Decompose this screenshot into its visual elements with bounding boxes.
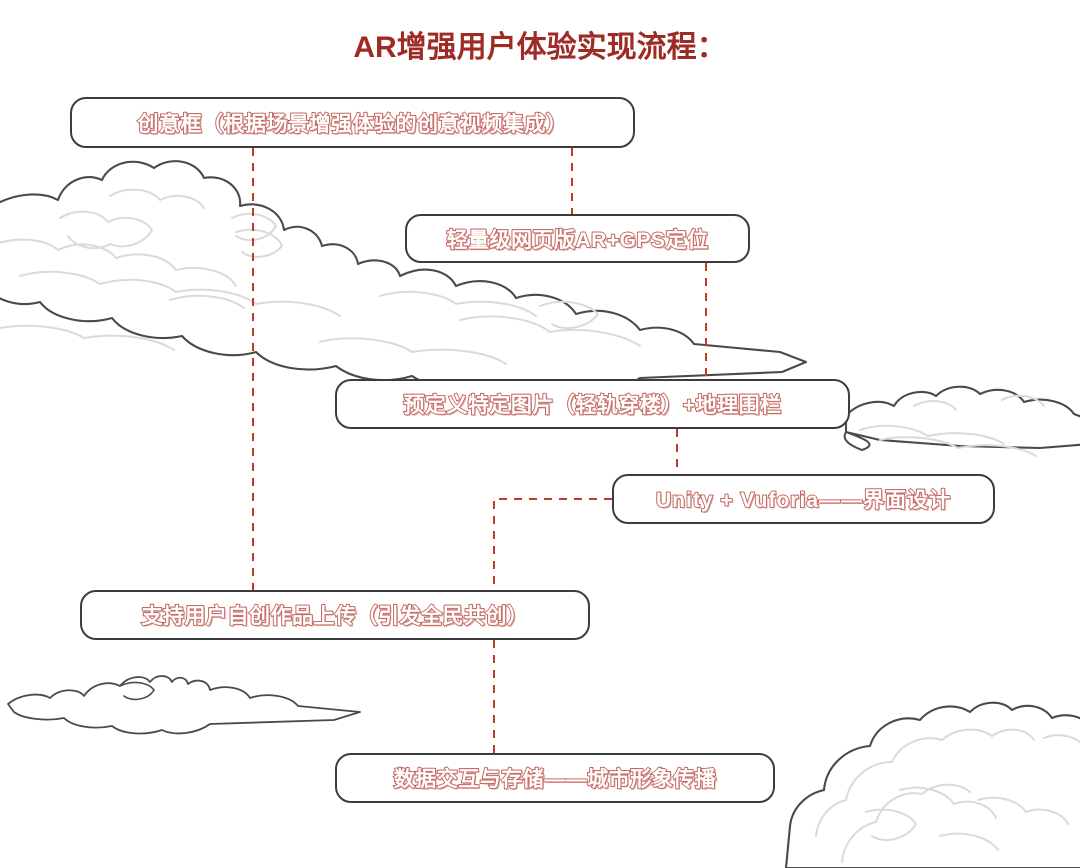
edge-n4-n5 — [493, 498, 612, 590]
flow-node-1-label: 创意框（根据场景增强体验的创意视频集成） — [137, 112, 568, 137]
cloud-top-left-icon — [0, 160, 808, 396]
flow-node-6-label: 数据交互与存储——城市形象传播 — [393, 767, 717, 792]
flow-node-3[interactable]: 预定义特定图片（轻轨穿楼）+地理围栏 — [335, 379, 850, 429]
flow-node-6[interactable]: 数据交互与存储——城市形象传播 — [335, 753, 775, 803]
cloud-wisp-left-icon — [7, 675, 361, 735]
flow-node-3-label: 预定义特定图片（轻轨穿楼）+地理围栏 — [403, 393, 782, 418]
flow-node-4-label: Unity + Vuforia——界面设计 — [655, 488, 951, 513]
cloud-mid-right-icon — [843, 385, 1080, 457]
flow-node-2[interactable]: 轻量级网页版AR+GPS定位 — [405, 214, 750, 263]
cloud-bottom-right-icon — [784, 701, 1080, 868]
flow-node-1[interactable]: 创意框（根据场景增强体验的创意视频集成） — [70, 97, 635, 148]
flow-node-5-label: 支持用户自创作品上传（引发全民共创） — [141, 604, 529, 629]
flow-node-4[interactable]: Unity + Vuforia——界面设计 — [612, 474, 995, 524]
flow-node-5[interactable]: 支持用户自创作品上传（引发全民共创） — [80, 590, 590, 640]
flow-node-2-label: 轻量级网页版AR+GPS定位 — [446, 228, 709, 253]
page-title: AR增强用户体验实现流程： — [353, 31, 727, 64]
